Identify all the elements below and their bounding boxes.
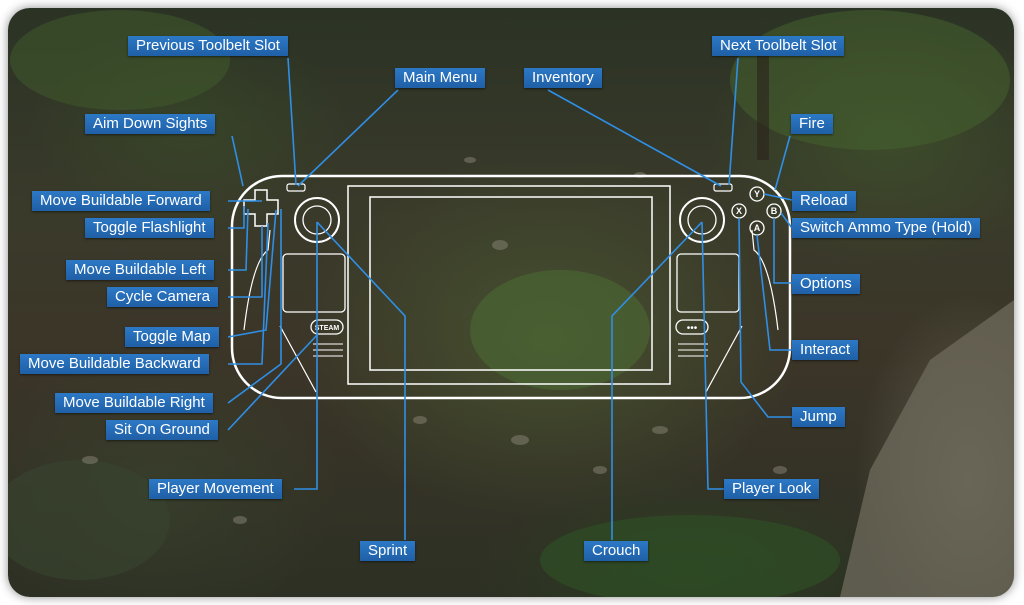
label-move-buildable-backward: Move Buildable Backward xyxy=(20,354,209,374)
line-main-menu xyxy=(297,89,399,187)
quick-access-label: ••• xyxy=(687,323,698,334)
background-tree xyxy=(757,40,769,160)
right-bumper xyxy=(713,183,733,192)
label-move-buildable-forward: Move Buildable Forward xyxy=(32,191,210,211)
y-button-label: Y xyxy=(754,189,760,199)
controller-layout-diagram: STEAM ••• Y X B A xyxy=(8,8,1014,597)
label-sit-on-ground: Sit On Ground xyxy=(106,420,218,440)
y-button-icon: Y xyxy=(749,186,765,202)
dpad-icon xyxy=(243,189,279,227)
line-player-look xyxy=(701,221,724,490)
label-switch-ammo-type: Switch Ammo Type (Hold) xyxy=(792,218,981,238)
line-aim-down-sights xyxy=(231,135,244,187)
line-crouch xyxy=(611,221,703,540)
line-jump xyxy=(738,217,792,418)
b-button-icon: B xyxy=(766,203,782,219)
line-move-buildable-right xyxy=(227,209,282,404)
label-next-toolbelt-slot: Next Toolbelt Slot xyxy=(712,36,845,56)
label-jump: Jump xyxy=(792,407,845,427)
label-toggle-map: Toggle Map xyxy=(125,327,219,347)
right-speaker-grill xyxy=(678,343,708,357)
label-move-buildable-right: Move Buildable Right xyxy=(55,393,213,413)
right-grip-contour xyxy=(751,229,779,331)
line-next-toolbelt-slot xyxy=(728,57,739,186)
line-move-buildable-left xyxy=(228,208,249,271)
device-screen-bezel xyxy=(347,185,671,385)
a-button-icon: A xyxy=(749,220,765,236)
background-stones xyxy=(82,157,787,524)
label-previous-toolbelt-slot: Previous Toolbelt Slot xyxy=(128,36,288,56)
label-reload: Reload xyxy=(792,191,856,211)
callout-lines xyxy=(227,57,793,540)
label-fire: Fire xyxy=(791,114,833,134)
label-player-movement: Player Movement xyxy=(149,479,282,499)
line-player-movement xyxy=(294,222,318,490)
label-move-buildable-left: Move Buildable Left xyxy=(66,260,214,280)
label-player-look: Player Look xyxy=(724,479,820,499)
line-sprint xyxy=(316,221,406,540)
background-rock xyxy=(840,300,1014,597)
line-toggle-map xyxy=(227,209,277,338)
label-cycle-camera: Cycle Camera xyxy=(107,287,219,307)
line-sit-on-ground xyxy=(227,333,319,431)
x-button-label: X xyxy=(736,206,742,216)
label-interact: Interact xyxy=(792,340,859,360)
right-trackpad xyxy=(676,253,740,313)
label-inventory: Inventory xyxy=(524,68,602,88)
left-trackpad xyxy=(282,253,346,313)
device-screen xyxy=(369,196,653,371)
device-body xyxy=(230,174,792,400)
right-grip-edge xyxy=(705,325,743,393)
left-bumper xyxy=(286,183,306,192)
label-aim-down-sights: Aim Down Sights xyxy=(85,114,216,134)
label-toggle-flashlight: Toggle Flashlight xyxy=(85,218,214,238)
line-interact xyxy=(756,234,792,351)
b-button-label: B xyxy=(771,206,778,216)
line-fire xyxy=(774,135,791,191)
x-button-icon: X xyxy=(731,203,747,219)
label-sprint: Sprint xyxy=(360,541,416,561)
label-main-menu: Main Menu xyxy=(395,68,486,88)
label-crouch: Crouch xyxy=(584,541,649,561)
steam-button-label: STEAM xyxy=(315,325,340,332)
line-inventory xyxy=(547,89,722,187)
label-options: Options xyxy=(792,274,860,294)
line-switch-ammo xyxy=(780,212,793,229)
line-toggle-flashlight xyxy=(228,206,245,229)
line-cycle-camera xyxy=(228,226,263,298)
line-reload xyxy=(763,193,793,201)
line-previous-toolbelt-slot xyxy=(287,57,297,186)
a-button-label: A xyxy=(754,223,761,233)
line-options xyxy=(773,218,792,284)
steam-button: STEAM xyxy=(310,319,344,335)
quick-access-button: ••• xyxy=(675,319,709,335)
left-speaker-grill xyxy=(313,343,343,357)
line-move-buildable-backward xyxy=(228,222,269,365)
left-grip-edge xyxy=(279,325,317,393)
